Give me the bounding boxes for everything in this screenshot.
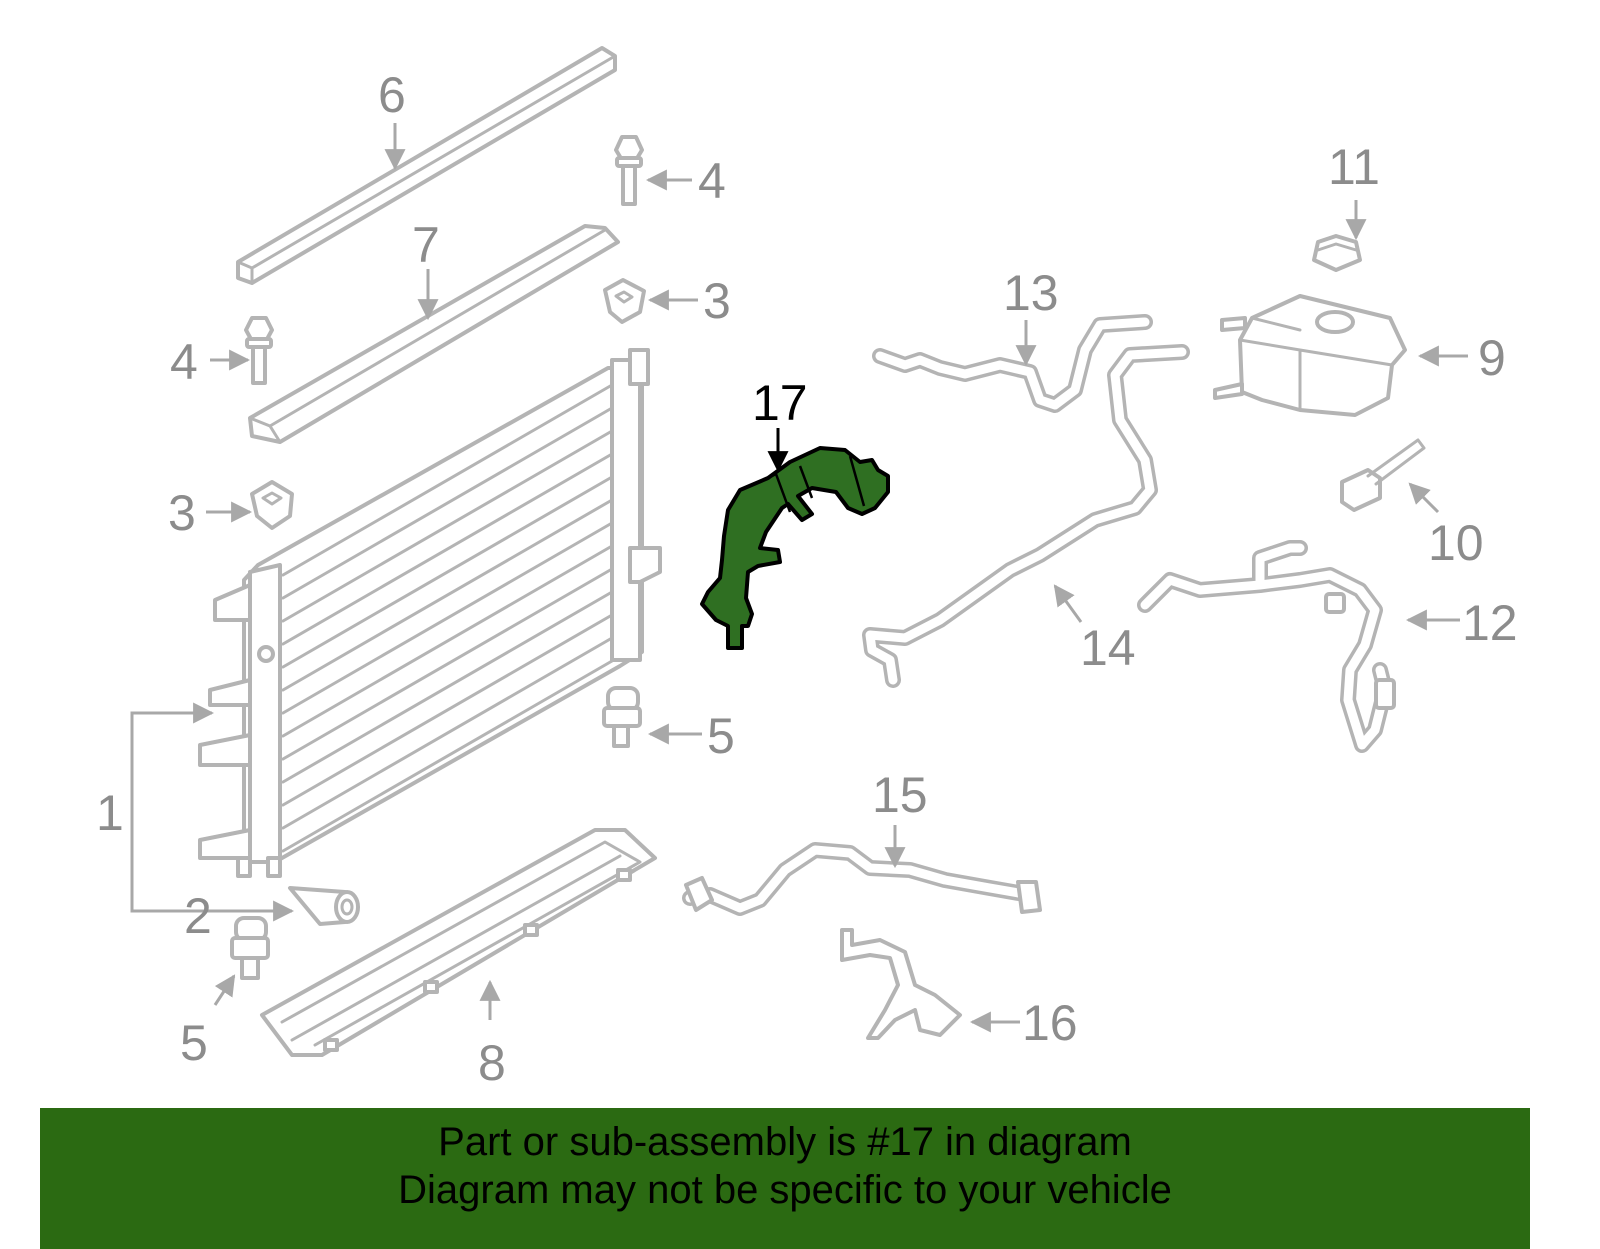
part-6-seal-strip	[236, 46, 617, 285]
part-11-reservoir-cap	[1312, 234, 1362, 272]
part-3-clip-upper	[603, 278, 646, 324]
callout-6: 6	[378, 67, 406, 123]
leader-lines	[130, 123, 1468, 1033]
callout-8: 8	[478, 1035, 506, 1091]
callout-5-left: 5	[180, 1015, 208, 1071]
part-5-sensor-right	[602, 686, 642, 748]
part-1-radiator	[198, 348, 662, 878]
callout-1: 1	[96, 785, 124, 841]
callout-16: 16	[1022, 995, 1078, 1051]
callout-5-right: 5	[707, 708, 735, 764]
callout-3-upper: 3	[703, 273, 731, 329]
callout-4-lower: 4	[170, 334, 198, 390]
part-14-pipe	[862, 344, 1190, 688]
callout-9: 9	[1478, 330, 1506, 386]
part-5-sensor-left	[230, 916, 270, 980]
part-17-hose-highlighted	[700, 446, 890, 650]
part-3-clip-lower	[250, 480, 294, 530]
part-13-hose	[872, 314, 1153, 413]
part-9-coolant-reservoir	[1213, 294, 1407, 417]
part-16-bracket	[840, 928, 962, 1040]
callout-11: 11	[1328, 139, 1380, 195]
callout-15: 15	[872, 767, 928, 823]
callout-4-upper: 4	[698, 153, 726, 209]
part-10-level-sensor	[1340, 438, 1426, 512]
part-12-hose-assembly	[1137, 540, 1396, 753]
callout-12: 12	[1462, 595, 1518, 651]
callout-2: 2	[184, 888, 212, 944]
callout-17-highlighted: 17	[752, 375, 808, 431]
part-8-air-deflector	[260, 828, 657, 1057]
callout-3-lower: 3	[168, 485, 196, 541]
part-7-seal-strip	[248, 224, 620, 444]
part-15-radiator-hose	[682, 842, 1042, 916]
part-4-bolt-upper	[614, 135, 644, 206]
callout-7: 7	[412, 217, 440, 273]
banner-line-2: Diagram may not be specific to your vehi…	[398, 1168, 1172, 1212]
banner-line-1: Part or sub-assembly is #17 in diagram	[438, 1120, 1132, 1164]
part-4-bolt-lower	[244, 316, 274, 385]
callout-13: 13	[1003, 265, 1059, 321]
part-2-drain-plug	[288, 886, 360, 926]
callout-14: 14	[1080, 620, 1136, 676]
info-banner: Part or sub-assembly is #17 in diagram D…	[40, 1108, 1530, 1249]
callout-10: 10	[1428, 515, 1484, 571]
